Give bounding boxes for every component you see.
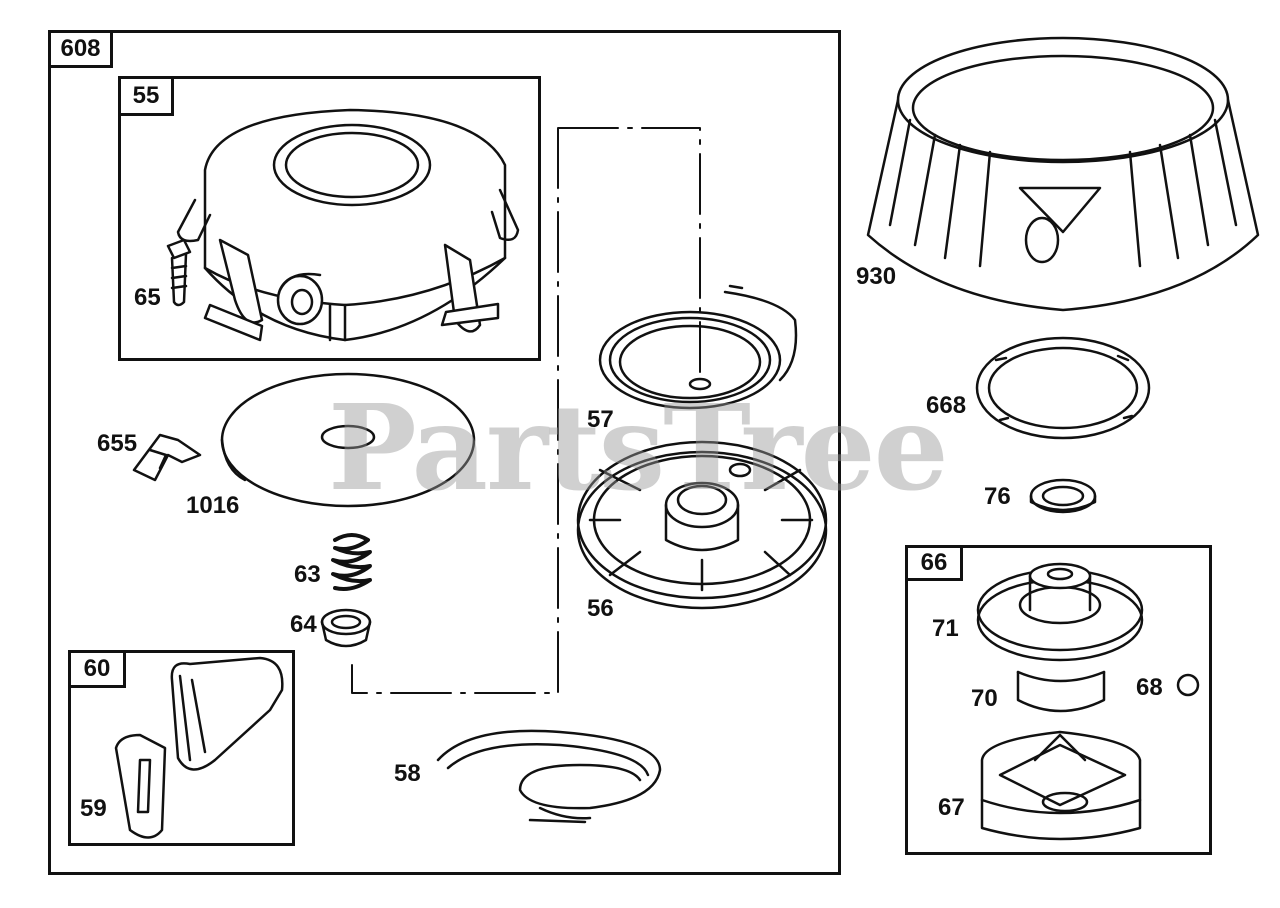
starter-clutch-icon bbox=[978, 564, 1142, 711]
callout-930: 930 bbox=[856, 263, 897, 290]
disc-plate-icon bbox=[222, 374, 474, 506]
callout-71: 71 bbox=[932, 615, 959, 642]
clip-icon bbox=[134, 435, 200, 480]
callout-668: 668 bbox=[926, 392, 967, 419]
assembly-leader-line bbox=[351, 127, 701, 694]
starter-rope-icon bbox=[438, 731, 660, 822]
callout-65: 65 bbox=[134, 284, 161, 311]
spring-icon bbox=[333, 535, 370, 589]
blower-housing-icon bbox=[178, 110, 518, 340]
rope-handle-icon bbox=[172, 658, 283, 770]
callout-1016: 1016 bbox=[186, 492, 240, 519]
ball-icon bbox=[1176, 673, 1200, 697]
bolt-icon bbox=[168, 240, 190, 305]
callout-64: 64 bbox=[290, 611, 317, 638]
group-tag-60: 60 bbox=[68, 650, 126, 688]
group-box-55 bbox=[118, 76, 541, 361]
callout-67: 67 bbox=[938, 794, 965, 821]
retainer-cup-icon bbox=[322, 610, 370, 646]
group-box-60 bbox=[68, 650, 295, 846]
group-box-66 bbox=[905, 545, 1212, 855]
pulley-icon bbox=[578, 442, 826, 608]
callout-63: 63 bbox=[294, 561, 321, 588]
callout-655: 655 bbox=[97, 430, 138, 457]
group-tag-55: 55 bbox=[118, 76, 174, 116]
callout-76: 76 bbox=[984, 483, 1011, 510]
clutch-housing-icon bbox=[982, 732, 1140, 839]
callout-70: 70 bbox=[971, 685, 998, 712]
callout-56: 56 bbox=[587, 595, 614, 622]
group-tag-608: 608 bbox=[48, 30, 113, 68]
callout-59: 59 bbox=[80, 795, 107, 822]
callout-57: 57 bbox=[587, 406, 614, 433]
rotating-screen-icon bbox=[868, 38, 1258, 310]
ring-plate-icon bbox=[977, 338, 1149, 438]
callout-58: 58 bbox=[394, 760, 421, 787]
callout-68: 68 bbox=[1136, 674, 1163, 701]
handle-insert-icon bbox=[116, 735, 165, 838]
group-box-608 bbox=[48, 30, 841, 875]
group-tag-66: 66 bbox=[905, 545, 963, 581]
washer-icon bbox=[1031, 480, 1095, 512]
recoil-spring-icon bbox=[600, 286, 796, 408]
